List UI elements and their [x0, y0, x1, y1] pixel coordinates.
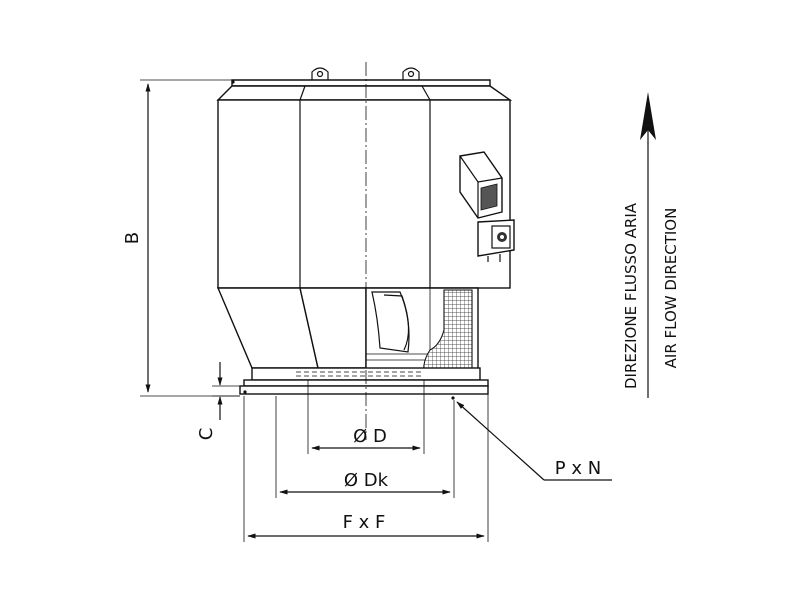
lifting-eye-left: [311, 67, 329, 80]
base-flange: [239, 367, 489, 400]
arrow-up-icon: [640, 92, 656, 140]
terminal-box: [459, 151, 503, 219]
dimension-dk-label: Ø Dk: [344, 470, 389, 491]
dimension-c: C: [196, 362, 244, 440]
dimension-d-label: Ø D: [353, 426, 387, 447]
dimension-dk: Ø Dk: [275, 396, 455, 498]
holes-label: P x N: [555, 458, 601, 479]
airflow-label-english: AIR FLOW DIRECTION: [662, 208, 680, 369]
dimension-d: Ø D: [307, 380, 425, 454]
lifting-eye-right: [402, 67, 420, 80]
holes-callout: P x N: [456, 401, 612, 481]
dimension-b-label: B: [122, 232, 143, 244]
dimension-f-label: F x F: [343, 512, 386, 533]
dimension-c-label: C: [196, 428, 217, 441]
airflow-label-italian: DIREZIONE FLUSSO ARIA: [622, 202, 640, 389]
dimension-f: F x F: [243, 394, 489, 542]
airflow-indicator: DIREZIONE FLUSSO ARIA AIR FLOW DIRECTION: [622, 92, 680, 398]
isolator-switch: [477, 219, 515, 262]
